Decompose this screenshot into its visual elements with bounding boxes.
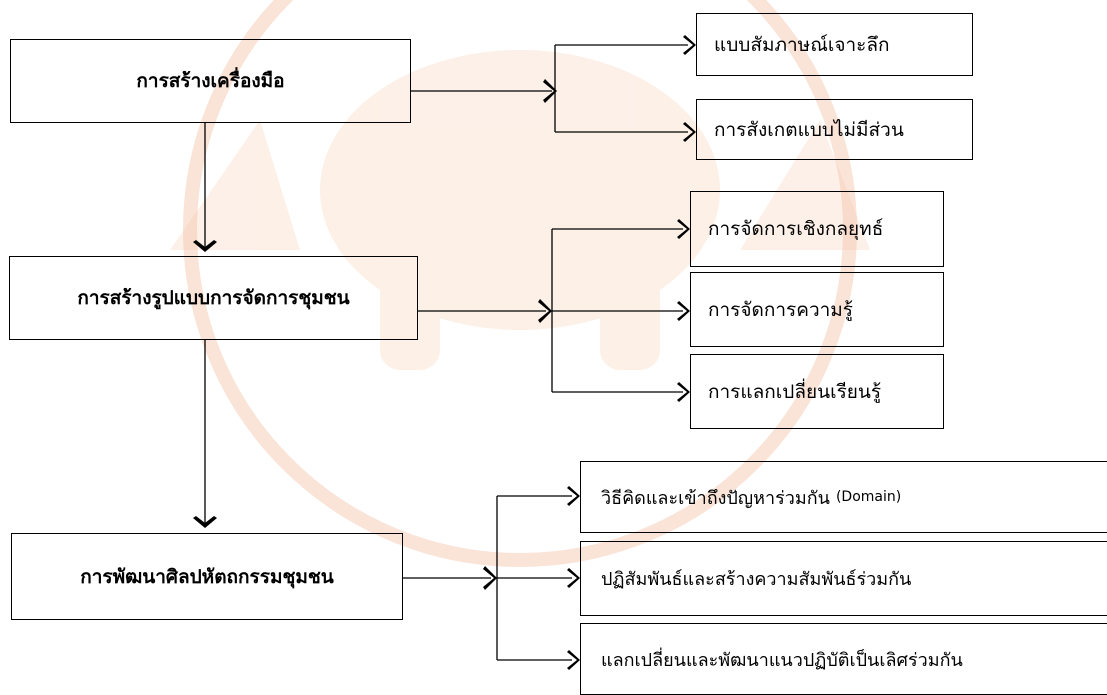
leaf-box-knowledge-management: การจัดการความรู้ (690, 272, 944, 347)
leaf-box-shared-best-practice: แลกเปลี่ยนและพัฒนาแนวปฏิบัติเป็นเลิศร่วม… (580, 623, 1107, 695)
leaf-box-strategic-management: การจัดการเชิงกลยุทธ์ (690, 191, 944, 267)
main-box-community-handicraft-development-label: การพัฒนาศิลปหัตถกรรมชุมชน (80, 565, 334, 588)
leaf-box-shared-domain: วิธีคิดและเข้าถึงปัญหาร่วมกัน (Domain) (580, 461, 1107, 533)
leaf-box-shared-interaction-label: ปฏิสัมพันธ์และสร้างความสัมพันธ์ร่วมกัน (601, 569, 912, 590)
leaf-box-in-depth-interview: แบบสัมภาษณ์เจาะลึก (696, 13, 973, 76)
leaf-box-shared-domain-suffix: (Domain) (835, 489, 902, 505)
leaf-box-non-participant-observation: การสังเกตแบบไม่มีส่วน (696, 99, 973, 160)
leaf-box-shared-best-practice-label: แลกเปลี่ยนและพัฒนาแนวปฏิบัติเป็นเลิศร่วม… (601, 649, 963, 671)
leaf-box-non-participant-observation-label: การสังเกตแบบไม่มีส่วน (714, 118, 904, 141)
leaf-box-strategic-management-label: การจัดการเชิงกลยุทธ์ (708, 218, 884, 240)
leaf-box-knowledge-management-label: การจัดการความรู้ (708, 298, 854, 321)
leaf-box-shared-interaction: ปฏิสัมพันธ์และสร้างความสัมพันธ์ร่วมกัน (580, 541, 1107, 616)
leaf-box-shared-domain-label: วิธีคิดและเข้าถึงปัญหาร่วมกัน (601, 487, 830, 509)
main-box-tool-creation-label: การสร้างเครื่องมือ (136, 70, 285, 92)
leaf-box-in-depth-interview-label: แบบสัมภาษณ์เจาะลึก (714, 33, 890, 56)
leaf-box-knowledge-exchange-label: การแลกเปลี่ยนเรียนรู้ (708, 380, 882, 403)
main-box-community-handicraft-development: การพัฒนาศิลปหัตถกรรมชุมชน (11, 533, 403, 620)
main-box-tool-creation: การสร้างเครื่องมือ (10, 39, 411, 123)
main-box-community-management-model: การสร้างรูปแบบการจัดการชุมชน (9, 256, 418, 340)
main-box-community-management-model-label: การสร้างรูปแบบการจัดการชุมชน (77, 287, 350, 309)
leaf-box-knowledge-exchange: การแลกเปลี่ยนเรียนรู้ (690, 354, 944, 429)
